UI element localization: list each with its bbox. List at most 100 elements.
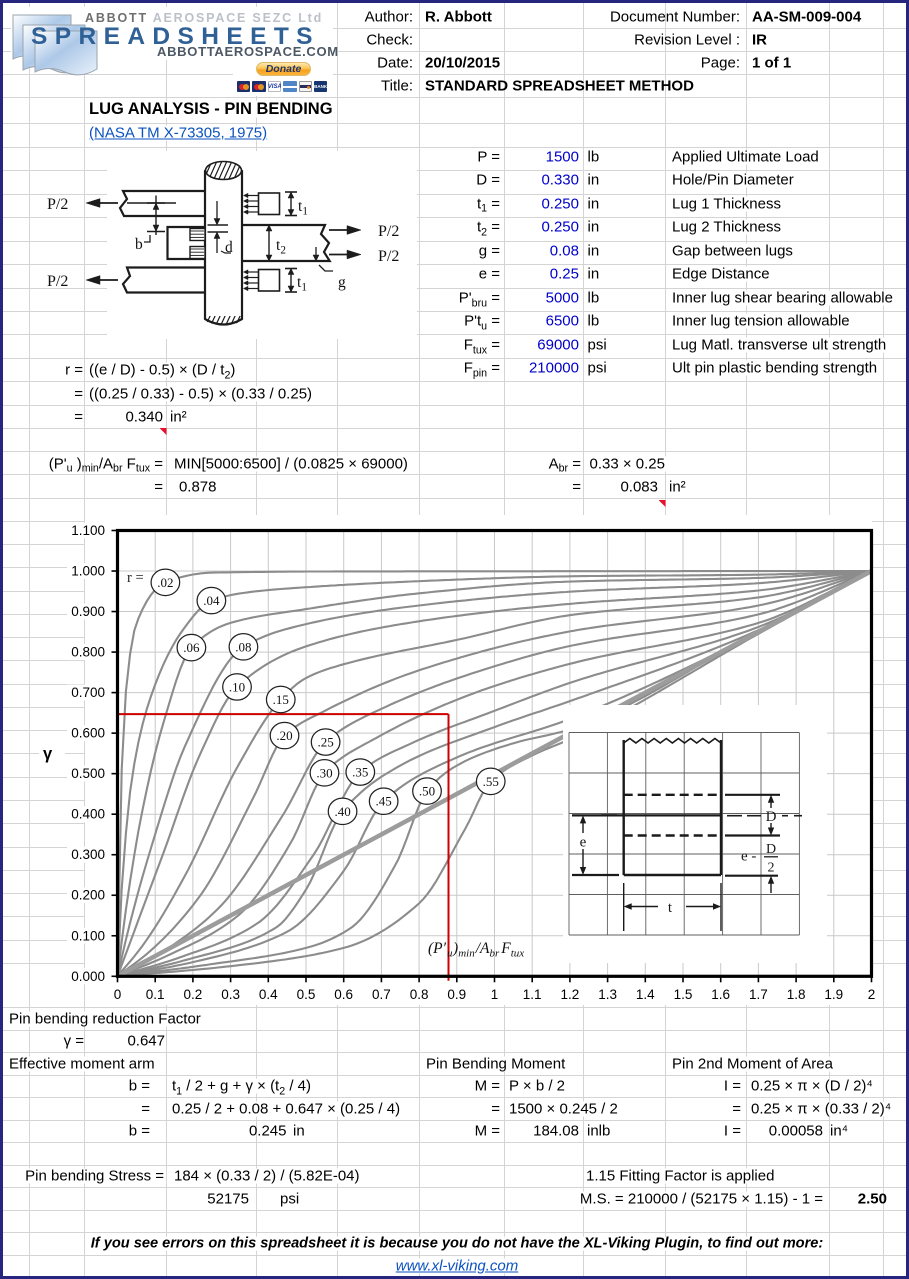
x-tick-label: 1.8 [787,987,806,1002]
x-tick-label: 1.5 [674,987,693,1002]
calc-ratio-result: 0.878 [178,478,217,496]
input-unit-0: lb [587,148,600,165]
input-desc-2: Lug 1 Thickness [670,195,783,213]
y-tick-label: 0.600 [71,726,105,741]
input-label-6: P'bru = [458,289,500,310]
check-label: Check: [366,31,413,48]
input-value-6[interactable]: 5000 [545,289,579,307]
input-value-3[interactable]: 0.250 [541,218,579,236]
curve-r-.40 [117,570,872,978]
gamma-section-title: Pin bending reduction Factor [7,1010,203,1027]
input-desc-6: Inner lug shear bearing allowable [670,289,895,307]
input-unit-7: lb [587,312,600,330]
visa-icon: VISA [267,81,282,92]
p2-label-upper-left: P/2 [47,196,68,213]
curve-label-text: .15 [273,692,289,707]
x-tick-label: 0.4 [259,987,278,1002]
input-value-2[interactable]: 0.250 [541,195,579,213]
calc-ratio-label: (P'u )min/Abr Ftux = [48,455,163,475]
curve-r-.06 [116,569,872,977]
y-tick-label: 0.900 [71,604,105,619]
curve-label-circle [368,787,399,816]
revision-value: IR [752,31,767,48]
x-tick-label: 1.9 [824,987,843,1002]
x-tick-label: 1.4 [636,987,655,1002]
amex-icon [283,81,297,92]
input-value-9[interactable]: 210000 [528,359,579,377]
stress-label: Pin bending Stress = [23,1167,166,1185]
x-tick-label: 0.7 [372,987,391,1002]
calc-r-eq2: = [74,385,83,402]
input-desc-5: Edge Distance [670,265,772,283]
b-label: b [135,236,143,253]
doc-number-label: Document Number: [609,8,740,25]
input-value-0[interactable]: 1500 [545,148,579,165]
input-value-5[interactable]: 0.25 [549,265,579,283]
mastercard-icon [252,81,266,92]
revision-label: Revision Level : [634,31,740,48]
moment-arm-title: Effective moment arm [7,1055,157,1072]
p2-label-lower-right: P/2 [378,248,399,265]
m-value: 184.08 [533,1122,579,1140]
i-substitution: 0.25 × π × (0.33 / 2)⁴ [749,1100,894,1117]
input-value-1[interactable]: 0.330 [541,171,579,189]
input-unit-5: in [587,265,600,283]
y-tick-label: 1.000 [71,564,105,579]
curve-label-text: .35 [352,765,368,780]
x-tick-label: 1.7 [749,987,768,1002]
curve-label-circle [327,797,358,826]
doc-number-value: AA-SM-009-004 [752,8,862,25]
footer-notice: If you see errors on this spreadsheet it… [88,1235,826,1252]
stress-unit: psi [280,1190,300,1207]
y-tick-label: 0.300 [71,847,105,862]
curve-label-text: .02 [157,575,173,590]
input-value-8[interactable]: 69000 [537,336,579,354]
input-desc-9: Ult pin plastic bending strength [670,359,880,377]
curve-r-.35 [117,570,872,978]
brand-spreadsheets: SPREADSHEETS [31,23,320,50]
d-label: d [225,239,233,256]
sheets-logo-graphic [12,14,98,76]
donate-button[interactable]: Donate [256,62,311,76]
inset-lug-sketch: eDe -D2t [563,705,827,963]
m-formula: P × b / 2 [507,1077,568,1095]
input-desc-3: Lug 2 Thickness [670,218,783,236]
x-tick-label: 0 [114,987,122,1002]
page-value: 1 of 1 [752,54,792,71]
curve-label-text: .30 [316,765,332,780]
curve-label-circle [310,728,341,756]
curve-label-text: .50 [419,784,435,799]
y-tick-label: 1.100 [71,523,105,538]
x-tick-label: 0.5 [297,987,316,1002]
i-eq2: = [732,1100,741,1117]
input-label-5: e = [478,265,500,283]
footer-link[interactable]: www.xl-viking.com [393,1257,521,1275]
input-label-9: Fpin = [463,359,500,380]
input-unit-6: lb [587,289,600,307]
input-desc-0: Applied Ultimate Load [670,148,821,165]
input-unit-1: in [587,171,600,189]
calc-abr-formula: 0.33 × 0.25 [587,455,667,472]
x-tick-label: 0.2 [184,987,203,1002]
i-label3: I = [723,1122,741,1140]
m-label3: M = [474,1122,500,1140]
y-tick-label: 0.700 [71,685,105,700]
calc-r-formula: ((e / D) - 0.5) × (D / t2) [87,361,238,382]
input-unit-8: psi [587,336,607,354]
curve-label-text: .25 [317,735,333,750]
comment-marker-r [159,428,167,435]
input-value-7[interactable]: 6500 [545,312,579,330]
nasa-reference-link[interactable]: (NASA TM X-73305, 1975) [87,124,270,142]
y-tick-label: 0.400 [71,807,105,822]
input-unit-2: in [587,195,600,213]
discover-icon [298,81,312,92]
t1-label-upper: t1 [298,198,308,218]
date-label: Date: [377,54,413,71]
input-value-4[interactable]: 0.08 [549,242,579,260]
x-tick-label: 1.2 [561,987,580,1002]
m-label: M = [474,1077,500,1095]
input-desc-7: Inner lug tension allowable [670,312,852,330]
